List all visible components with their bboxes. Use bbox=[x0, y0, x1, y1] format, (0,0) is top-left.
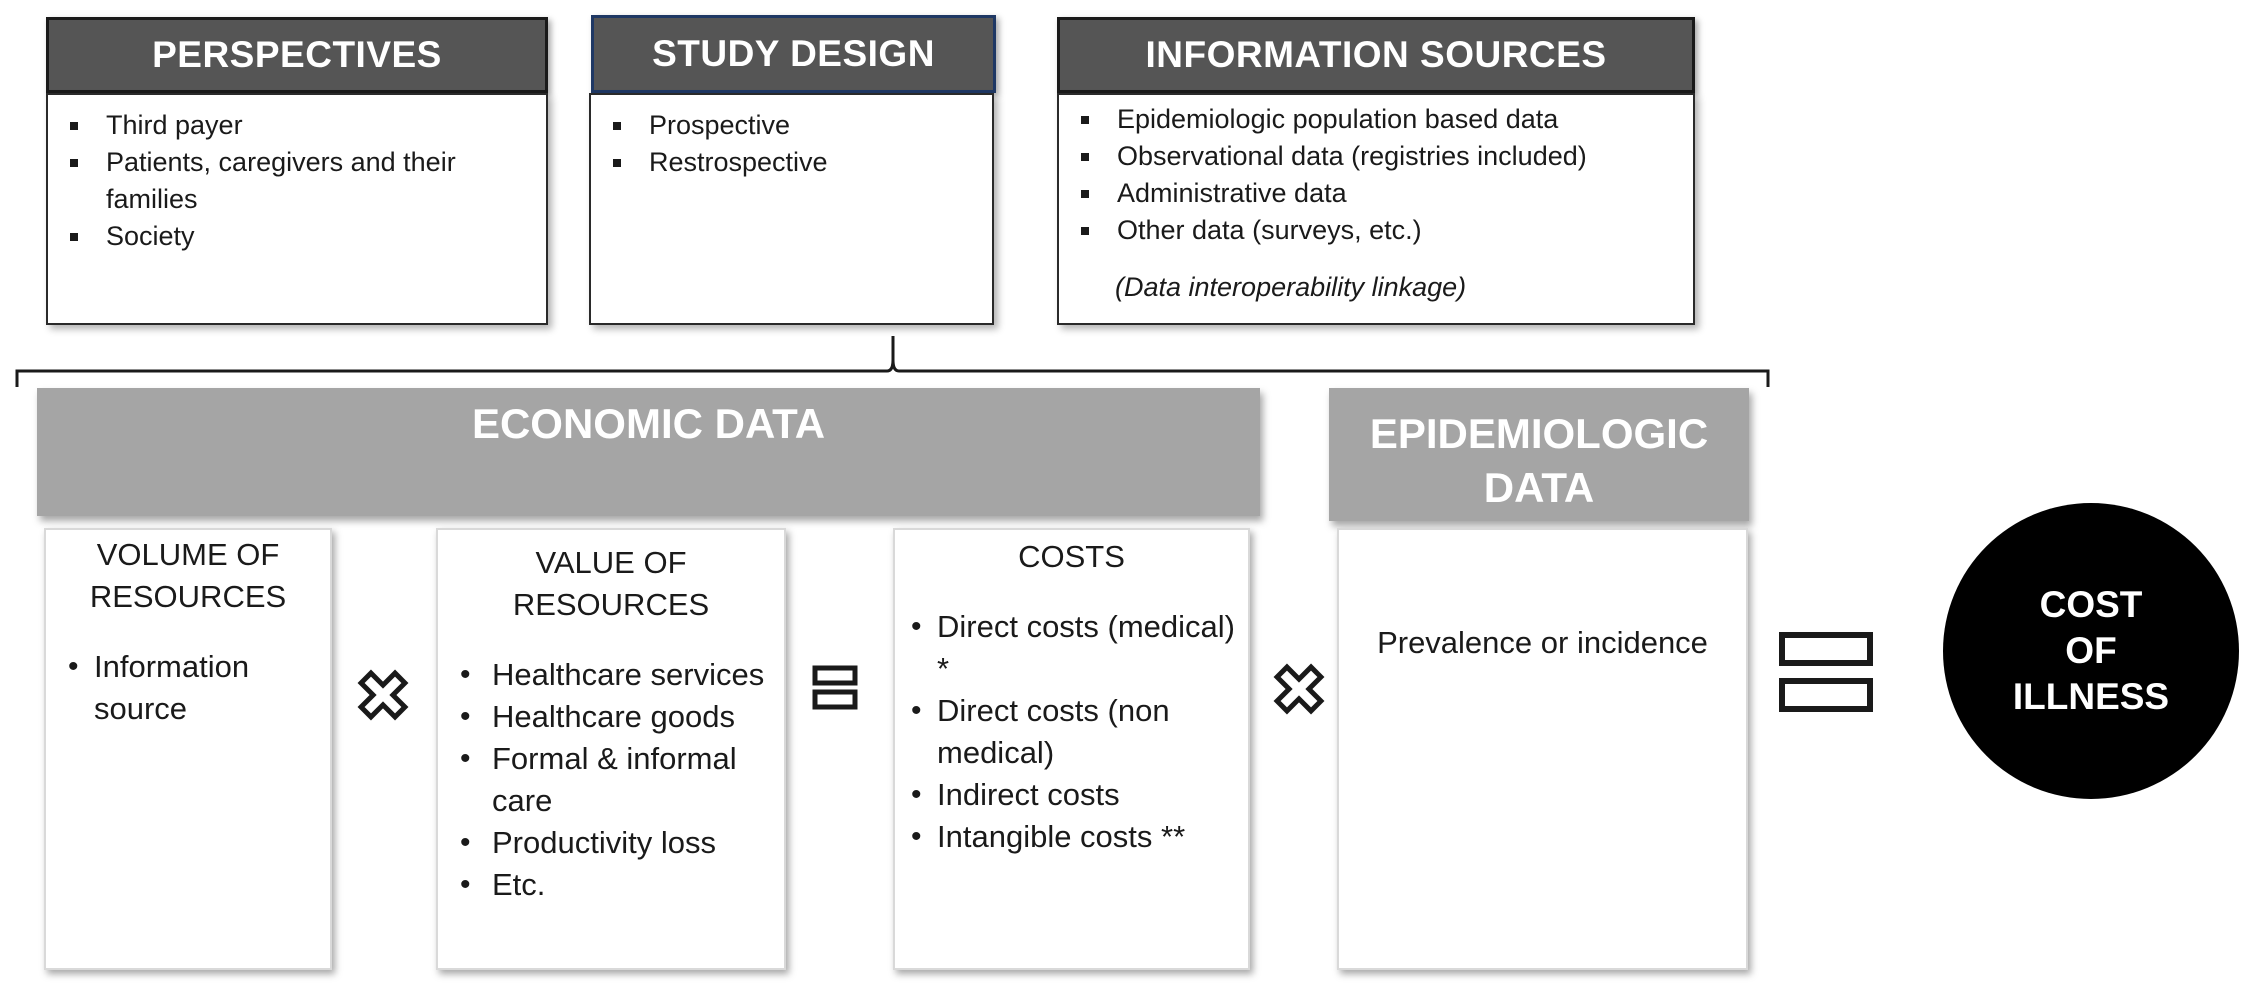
epidemiologic-box: Prevalence or incidence bbox=[1337, 528, 1748, 970]
volume-title-line2: RESOURCES bbox=[89, 579, 287, 614]
value-list: Healthcare services Healthcare goods For… bbox=[438, 654, 784, 906]
information-sources-header: INFORMATION SOURCES bbox=[1057, 17, 1695, 93]
list-item: Direct costs (non medical) bbox=[895, 690, 1238, 774]
list-item: Healthcare services bbox=[438, 654, 784, 696]
costs-list: Direct costs (medical) * Direct costs (n… bbox=[895, 606, 1248, 858]
costs-box: COSTS Direct costs (medical) * Direct co… bbox=[893, 528, 1250, 970]
list-item: Epidemiologic population based data bbox=[1073, 101, 1679, 138]
volume-list: Information source bbox=[46, 646, 330, 730]
volume-title-line1: VOLUME OF bbox=[96, 537, 280, 572]
list-item: Prospective bbox=[605, 107, 978, 144]
study-design-box: Prospective Restrospective bbox=[589, 93, 994, 325]
list-item: Direct costs (medical) * bbox=[895, 606, 1238, 690]
perspectives-list: Third payer Patients, caregivers and the… bbox=[62, 107, 532, 255]
list-item: Information source bbox=[46, 646, 330, 730]
information-sources-box: Epidemiologic population based data Obse… bbox=[1057, 93, 1695, 325]
epidemiologic-data-band: EPIDEMIOLOGIC DATA bbox=[1329, 388, 1749, 521]
economic-data-band: ECONOMIC DATA bbox=[37, 388, 1260, 516]
cost-of-illness-circle: COST OF ILLNESS bbox=[1943, 503, 2239, 799]
list-item: Formal & informal care bbox=[438, 738, 784, 822]
costs-title: COSTS bbox=[1018, 539, 1125, 574]
equals-icon bbox=[1779, 632, 1873, 712]
list-item: Etc. bbox=[438, 864, 784, 906]
study-design-header: STUDY DESIGN bbox=[591, 15, 996, 93]
result-line1: COST bbox=[2039, 584, 2143, 625]
list-item: Indirect costs bbox=[895, 774, 1238, 816]
perspectives-header: PERSPECTIVES bbox=[46, 17, 548, 93]
list-item: Third payer bbox=[62, 107, 532, 144]
prevalence-text: Prevalence or incidence bbox=[1377, 625, 1708, 660]
list-item: Restrospective bbox=[605, 144, 978, 181]
study-design-list: Prospective Restrospective bbox=[605, 107, 978, 181]
information-sources-list: Epidemiologic population based data Obse… bbox=[1073, 101, 1679, 249]
value-of-resources-box: VALUE OF RESOURCES Healthcare services H… bbox=[436, 528, 786, 970]
multiply-icon bbox=[1273, 663, 1325, 715]
multiply-icon bbox=[357, 669, 409, 721]
volume-of-resources-box: VOLUME OF RESOURCES Information source bbox=[44, 528, 332, 970]
data-interoperability-note: (Data interoperability linkage) bbox=[1115, 272, 1467, 302]
perspectives-box: Third payer Patients, caregivers and the… bbox=[46, 93, 548, 325]
list-item: Administrative data bbox=[1073, 175, 1679, 212]
economic-data-title: ECONOMIC DATA bbox=[471, 400, 826, 447]
epidemiologic-data-title-line2: DATA bbox=[1483, 463, 1595, 511]
information-sources-title: INFORMATION SOURCES bbox=[1145, 34, 1607, 75]
study-design-title: STUDY DESIGN bbox=[652, 33, 935, 74]
perspectives-title: PERSPECTIVES bbox=[152, 34, 442, 75]
list-item: Productivity loss bbox=[438, 822, 784, 864]
result-line3: ILLNESS bbox=[2012, 676, 2170, 717]
list-item: Patients, caregivers and their families bbox=[62, 144, 532, 218]
list-item: Healthcare goods bbox=[438, 696, 784, 738]
list-item: Society bbox=[62, 218, 532, 255]
result-line2: OF bbox=[2065, 630, 2117, 671]
value-title-line2: RESOURCES bbox=[512, 587, 710, 622]
equals-icon bbox=[812, 665, 858, 710]
value-title-line1: VALUE OF bbox=[535, 545, 687, 580]
epidemiologic-data-title-line1: EPIDEMIOLOGIC bbox=[1369, 409, 1709, 457]
list-item: Intangible costs ** bbox=[895, 816, 1238, 858]
list-item: Observational data (registries included) bbox=[1073, 138, 1679, 175]
list-item: Other data (surveys, etc.) bbox=[1073, 212, 1679, 249]
